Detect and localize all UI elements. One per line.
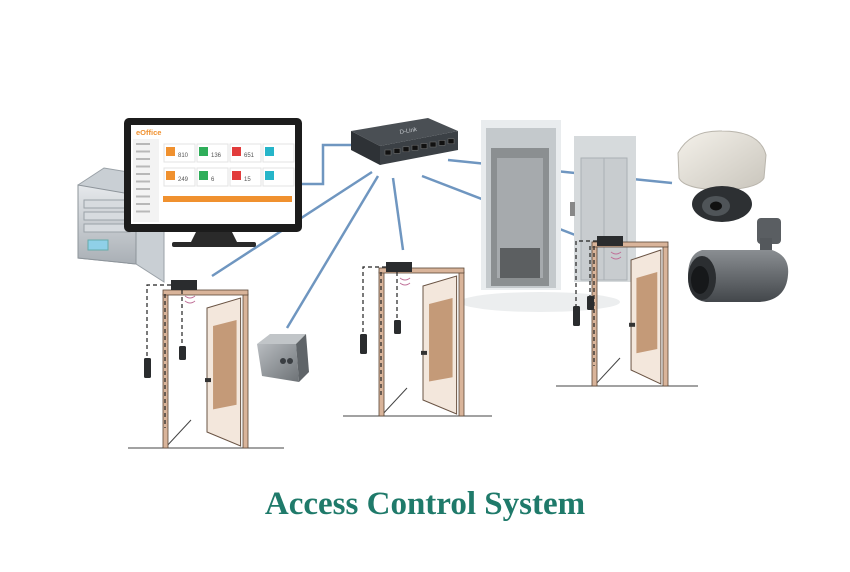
bullet-camera-icon	[688, 218, 789, 302]
switch-port	[429, 141, 437, 148]
doors	[128, 236, 698, 449]
switch-ports	[384, 138, 455, 156]
door-frame-right	[458, 271, 465, 417]
card-reader-icon	[386, 262, 412, 272]
door-inner-panel	[213, 320, 237, 410]
door-inner-panel	[429, 298, 453, 382]
switch-brand: D-Link	[399, 127, 418, 136]
tile-icon	[232, 171, 241, 180]
sidebar-line	[136, 165, 150, 168]
switch-port	[438, 140, 446, 146]
eoffice-app-screen: eOffice 810 136 651 249 6 15	[133, 128, 295, 222]
door-lock-icon	[394, 320, 401, 334]
door-lock-icon	[587, 296, 594, 310]
door-swing-line	[593, 357, 621, 387]
network-switch: D-Link	[351, 118, 458, 165]
link-switch-door2	[391, 177, 405, 251]
switch-port	[420, 143, 428, 149]
page-title: Access Control System	[264, 486, 586, 522]
door-swing-line	[380, 387, 408, 417]
tile-value: 810	[178, 153, 189, 159]
switch-port	[384, 149, 392, 156]
tile-value: 15	[244, 177, 251, 183]
app-tiles: 810 136 651 249 6 15	[163, 143, 295, 187]
door-inner-panel	[636, 272, 658, 354]
signal-arc	[610, 251, 622, 260]
link-switch-intercom	[285, 175, 380, 329]
door-frame-top	[162, 289, 249, 296]
door-assembly-2	[343, 262, 492, 417]
sidebar-line	[136, 143, 150, 145]
switch-port	[393, 148, 401, 154]
signal-arc	[184, 295, 196, 304]
intercom-box-icon	[257, 334, 309, 382]
door-handle-icon	[421, 350, 427, 355]
exit-button-icon	[573, 306, 580, 326]
door-frame-right	[662, 245, 669, 387]
exit-button-icon	[360, 334, 367, 354]
tile-icon	[166, 171, 175, 180]
computer: eOffice 810 136 651 249 6 15	[77, 118, 302, 283]
tile-icon	[199, 147, 208, 156]
wiring	[575, 240, 597, 306]
app-brand: eOffice	[136, 128, 161, 137]
tile-icon	[232, 147, 241, 156]
door-frame-top	[378, 267, 465, 274]
door-handle-icon	[205, 378, 211, 383]
tile-icon	[265, 171, 274, 180]
tile-value: 6	[211, 177, 215, 183]
wiring	[146, 284, 171, 358]
sidebar-line	[136, 180, 150, 183]
switch-port	[411, 144, 419, 151]
link-switch-computer	[296, 143, 352, 186]
sidebar-line	[136, 150, 150, 153]
card-reader-icon	[597, 236, 623, 246]
sidebar-line	[136, 188, 150, 190]
sidebar-line	[136, 195, 150, 198]
tile-icon	[166, 147, 175, 156]
sidebar-line	[136, 158, 150, 160]
app-progress-bar	[163, 196, 292, 202]
tile-icon	[265, 147, 274, 156]
sidebar-line	[136, 203, 150, 205]
card-reader-icon	[171, 280, 197, 290]
switch-port	[447, 138, 455, 145]
tile-value: 136	[211, 153, 222, 159]
dome-camera-icon	[677, 130, 767, 222]
tile-value: 249	[178, 177, 189, 183]
door-handle-icon	[629, 322, 636, 327]
door-frame-top	[591, 241, 669, 248]
sidebar-line	[136, 173, 150, 175]
signal-arc	[399, 277, 411, 286]
elevator-icon	[460, 120, 636, 312]
door-frame-right	[242, 293, 249, 449]
sidebar-line	[136, 210, 150, 213]
wiring	[362, 266, 386, 334]
door-swing-line	[164, 419, 192, 449]
tile-value: 651	[244, 153, 255, 159]
door-lock-icon	[179, 346, 186, 360]
exit-button-icon	[144, 358, 151, 378]
tile-icon	[199, 171, 208, 180]
switch-port	[402, 146, 410, 153]
door-assembly-3	[556, 236, 698, 387]
door-assembly-1	[128, 280, 284, 449]
